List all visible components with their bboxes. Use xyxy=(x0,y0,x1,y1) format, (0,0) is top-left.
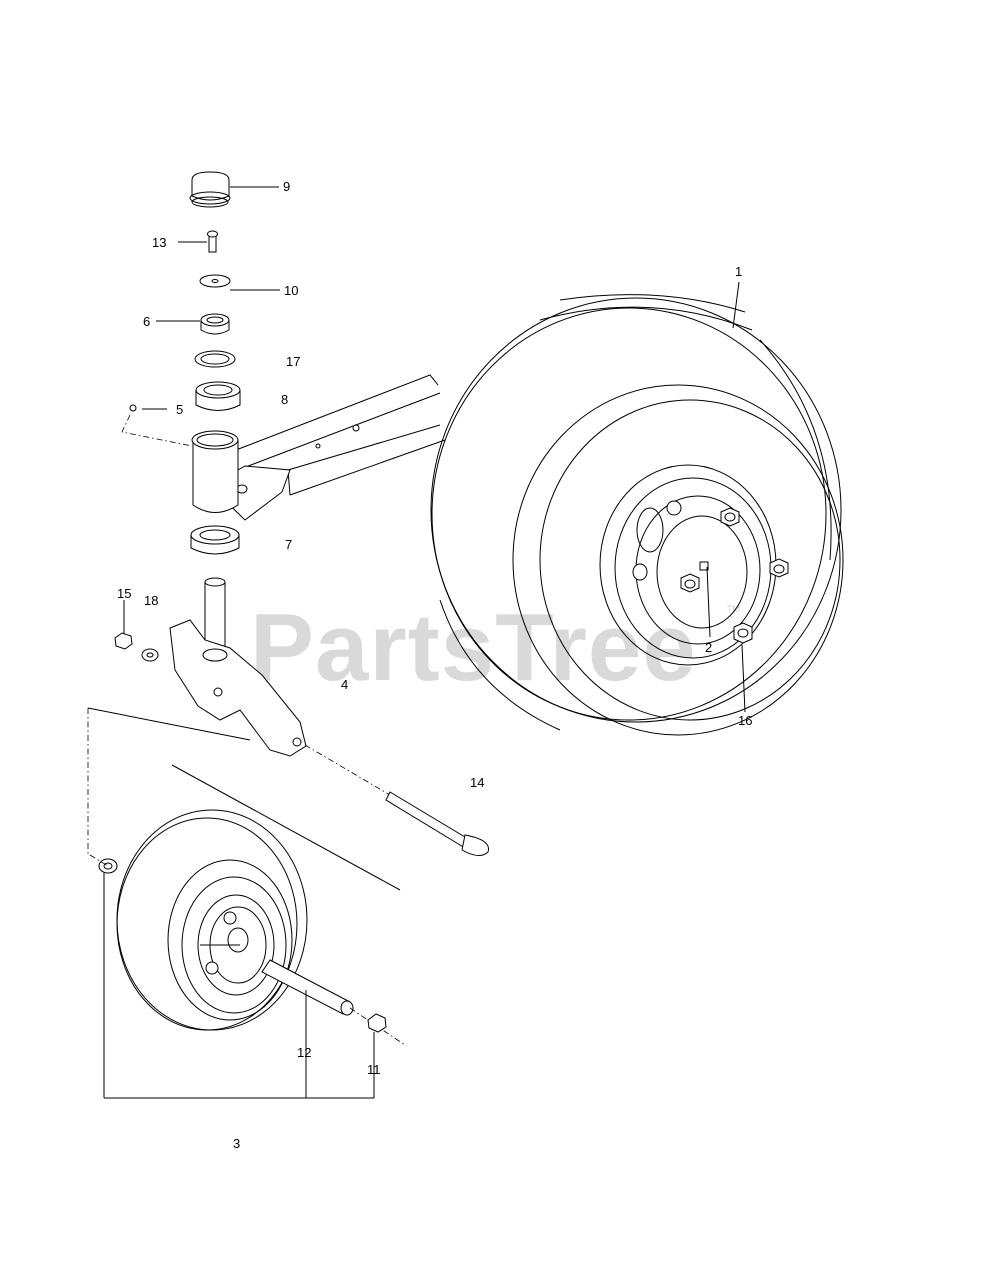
lug-nut xyxy=(720,507,740,527)
spacer-ring xyxy=(194,350,236,368)
grease-fitting xyxy=(129,404,137,412)
callout-6: 6 xyxy=(143,314,150,329)
leader-lines xyxy=(103,186,746,1099)
large-wheel xyxy=(430,294,844,736)
watermark: PartsTree TM xyxy=(250,594,740,701)
callout-9: 9 xyxy=(283,179,290,194)
callout-12: 12 xyxy=(297,1045,311,1060)
washer-18 xyxy=(141,648,159,662)
callout-8: 8 xyxy=(281,392,288,407)
callout-15: 15 xyxy=(117,586,131,601)
pin xyxy=(207,230,218,253)
valve-stem xyxy=(699,561,709,571)
callout-1: 1 xyxy=(735,264,742,279)
callout-7: 7 xyxy=(285,537,292,552)
watermark-tm: TM xyxy=(727,604,740,614)
deck-arm xyxy=(209,374,446,521)
upper-bearing xyxy=(195,381,241,411)
callout-13: 13 xyxy=(152,235,166,250)
caster-fork xyxy=(169,577,307,757)
small-wheel xyxy=(116,809,308,1031)
lock-nut-15 xyxy=(114,632,133,650)
jam-nut xyxy=(200,313,230,335)
callout-10: 10 xyxy=(284,283,298,298)
watermark-text: PartsTree xyxy=(250,594,697,701)
caster-housing xyxy=(191,430,239,513)
lug-nut xyxy=(769,558,789,578)
callout-5: 5 xyxy=(176,402,183,417)
lug-nut xyxy=(733,622,753,644)
callout-17: 17 xyxy=(286,354,300,369)
axle-bolt xyxy=(304,744,490,856)
lower-bearing xyxy=(190,525,240,555)
callout-2: 2 xyxy=(705,640,712,655)
flat-washer xyxy=(199,274,231,288)
callout-16: 16 xyxy=(738,713,752,728)
dust-cap xyxy=(189,171,231,208)
callout-4: 4 xyxy=(341,677,348,692)
callout-18: 18 xyxy=(144,593,158,608)
callout-3: 3 xyxy=(233,1136,240,1151)
callout-11: 11 xyxy=(367,1062,381,1077)
axle-spacer xyxy=(261,959,406,1046)
washer-small-wheel xyxy=(98,858,118,874)
lug-nut xyxy=(680,573,700,593)
lock-nut-11 xyxy=(367,1013,387,1033)
callout-14: 14 xyxy=(470,775,484,790)
callouts: 1 2 3 4 5 6 7 8 9 10 11 12 13 14 15 16 1… xyxy=(117,179,752,1151)
